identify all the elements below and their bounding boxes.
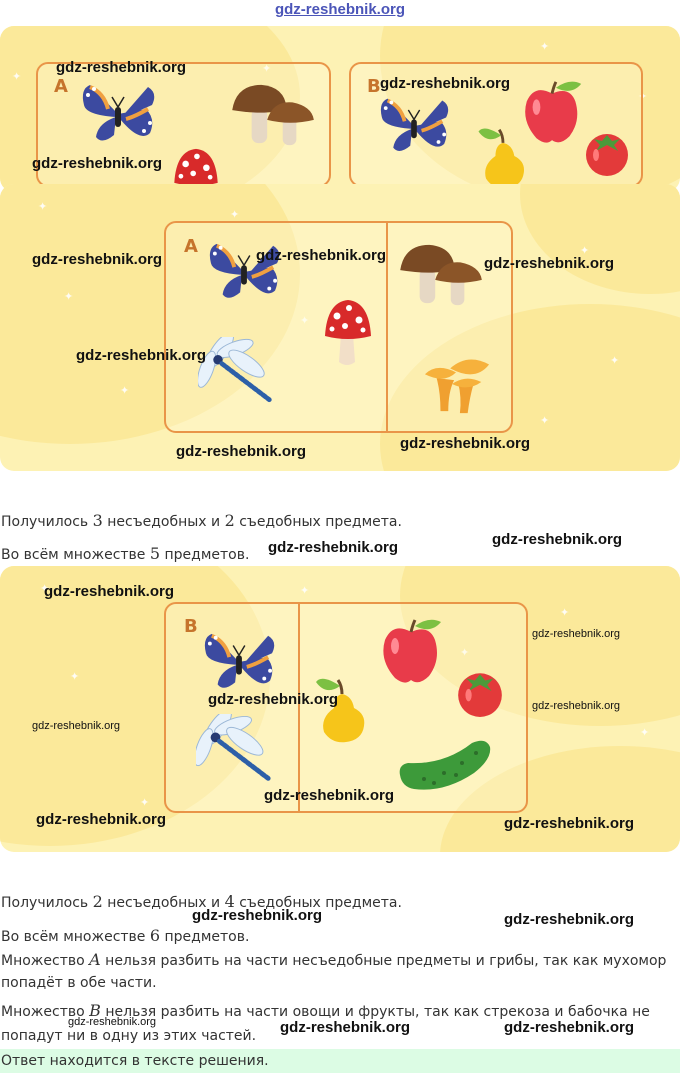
watermark: gdz-reshebnik.org (176, 443, 307, 460)
paragraph1-line2: Во всём множестве 5 предметов. (1, 544, 250, 563)
dragonfly-icon (198, 337, 276, 413)
paragraph2-line5: Множество B нельзя разбить на части овощ… (1, 1001, 650, 1020)
watermark: gdz-reshebnik.org (504, 815, 635, 832)
figure2-divider (386, 221, 388, 433)
figure3-label-b: В (184, 616, 198, 637)
butterfly-icon (78, 79, 158, 149)
watermark: gdz-reshebnik.org (380, 75, 511, 92)
figure2-panel: ✦ ✦ ✦ ✦ ✦ ✦ ✦ ✦ (0, 184, 680, 471)
watermark: gdz-reshebnik.org (504, 1019, 635, 1036)
mushroom-icon (398, 241, 486, 309)
apple-icon (376, 616, 448, 686)
mushroom-icon (230, 81, 318, 149)
figure1-label-a: А (54, 76, 68, 97)
watermark: gdz-reshebnik.org (256, 247, 387, 264)
paragraph2-line2: Во всём множестве 6 предметов. (1, 926, 250, 945)
watermark: gdz-reshebnik.org (400, 435, 531, 452)
cucumber-icon (394, 734, 494, 796)
tomato-icon (582, 127, 632, 177)
figure3-divider (298, 602, 300, 813)
pear-icon (312, 664, 372, 754)
watermark: gdz-reshebnik.org (208, 691, 339, 708)
paragraph2-line3: Множество A нельзя разбить на части несъ… (1, 950, 667, 969)
watermark: gdz-reshebnik.org (32, 251, 163, 268)
paragraph2-line6: попадут ни в одну из этих частей. (1, 1028, 257, 1044)
chanterelle-icon (422, 349, 492, 417)
watermark: gdz-reshebnik.org (44, 583, 175, 600)
site-header-link[interactable]: gdz-reshebnik.org (274, 1, 405, 18)
paragraph2-line1: Получилось 2 несъедобных и 4 съедобных п… (1, 892, 402, 911)
figure2-label-a: А (184, 236, 198, 257)
watermark: gdz-reshebnik.org (76, 347, 207, 364)
butterfly-icon (200, 628, 278, 696)
fly-agaric-icon (323, 298, 373, 368)
paragraph1-line1: Получилось 3 несъедобных и 2 съедобных п… (1, 511, 402, 530)
watermark: gdz-reshebnik.org (32, 155, 163, 172)
watermark: gdz-reshebnik.org (504, 911, 635, 928)
figure1-label-b: В (367, 76, 381, 97)
tomato-icon (454, 666, 506, 718)
answer-text: Ответ находится в тексте решения. (1, 1053, 269, 1069)
watermark: gdz-reshebnik.org (492, 531, 623, 548)
paragraph2-line4: попадёт в обе части. (1, 975, 157, 991)
watermark: gdz-reshebnik.org (532, 700, 621, 712)
watermark: gdz-reshebnik.org (264, 787, 395, 804)
answer-box: Ответ находится в тексте решения. (0, 1049, 680, 1073)
watermark: gdz-reshebnik.org (280, 1019, 411, 1036)
watermark: gdz-reshebnik.org (484, 255, 615, 272)
pear-icon (474, 124, 532, 190)
watermark: gdz-reshebnik.org (192, 907, 323, 924)
watermark: gdz-reshebnik.org (36, 811, 167, 828)
dragonfly-icon (196, 714, 274, 792)
watermark: gdz-reshebnik.org (56, 59, 187, 76)
watermark: gdz-reshebnik.org (532, 628, 621, 640)
watermark: gdz-reshebnik.org (32, 720, 121, 732)
butterfly-icon (376, 93, 452, 159)
watermark: gdz-reshebnik.org (68, 1016, 157, 1028)
watermark: gdz-reshebnik.org (268, 539, 399, 556)
